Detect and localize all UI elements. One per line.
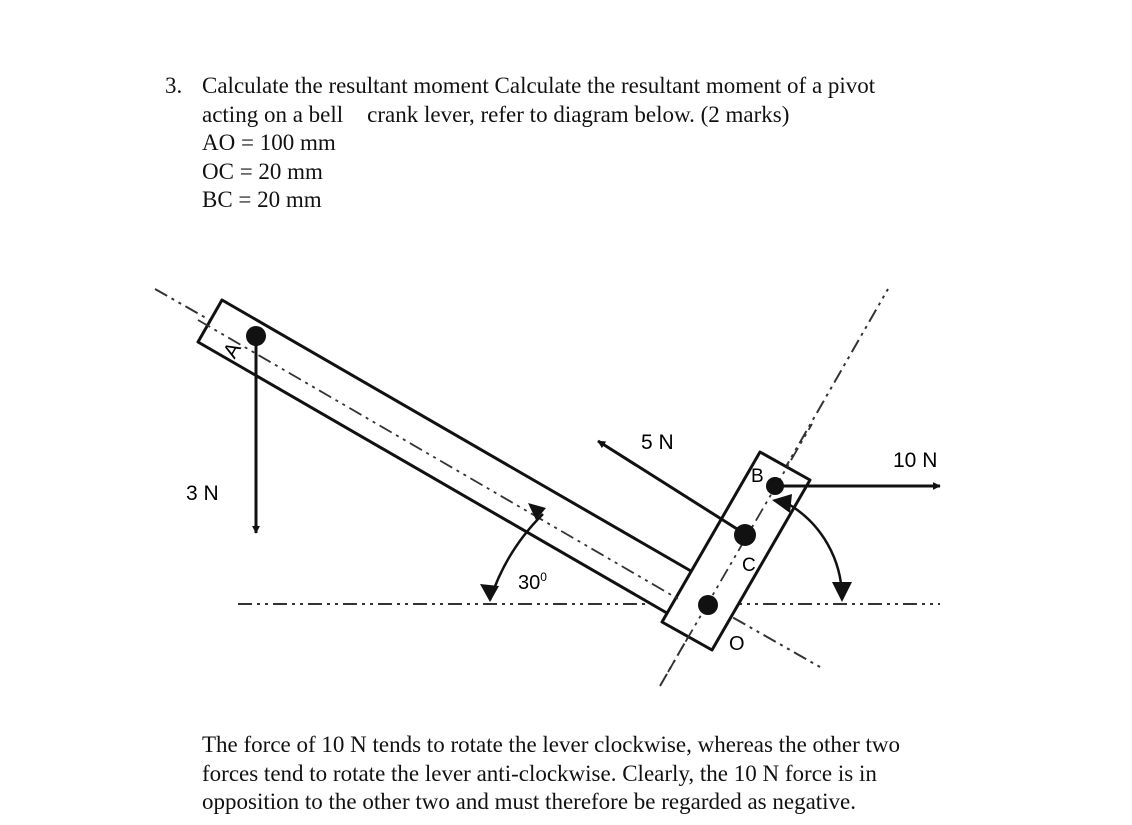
question-line-2b: crank lever, refer to diagram below. (2 … [367,101,790,127]
label-o: O [729,633,745,655]
question-number: 3. [165,73,183,98]
label-b: B [751,466,764,487]
given-ao: AO = 100 mm [202,130,336,155]
label-c: C [742,555,756,576]
explanation-line-3: opposition to the other two and must the… [202,789,857,814]
label-force-3n: 3 N [186,482,219,505]
short-arm-centreline-overlay [667,423,813,673]
angle-arc-right-head-bottom [832,582,852,602]
given-bc: BC = 20 mm [202,187,322,212]
explanation-line-2: forces tend to rotate the lever anti-clo… [202,760,877,786]
angle-arc-30-head-bottom [480,584,499,602]
question-line-2a: acting on a bell [202,101,344,127]
point-o-dot [698,595,718,615]
angle-arc-right-head-top [772,494,792,513]
explanation-block: The force of 10 N tends to rotate the le… [202,731,982,817]
force-5n-arrow [597,439,746,536]
angle-arc-30-head-top [528,503,546,520]
question-body: Calculate the resultant moment Calculate… [202,72,962,215]
given-oc: OC = 20 mm [202,158,323,184]
long-arm-centreline-overlay [197,319,681,601]
label-force-10n: 10 N [893,449,937,472]
label-angle-30: 300 [518,570,547,594]
point-c-dot [734,524,756,546]
explanation-line-1: The force of 10 N tends to rotate the le… [202,732,901,757]
question-line-1: Calculate the resultant moment Calculate… [202,73,876,98]
point-a-dot [246,326,266,346]
label-angle-degree: 0 [540,570,547,584]
point-b-dot [766,477,784,495]
label-force-5n: 5 N [641,431,674,454]
short-arm [660,450,812,652]
question-line-2: acting on a bell crank lever, refer to di… [202,101,962,130]
label-angle-value: 30 [518,572,540,594]
